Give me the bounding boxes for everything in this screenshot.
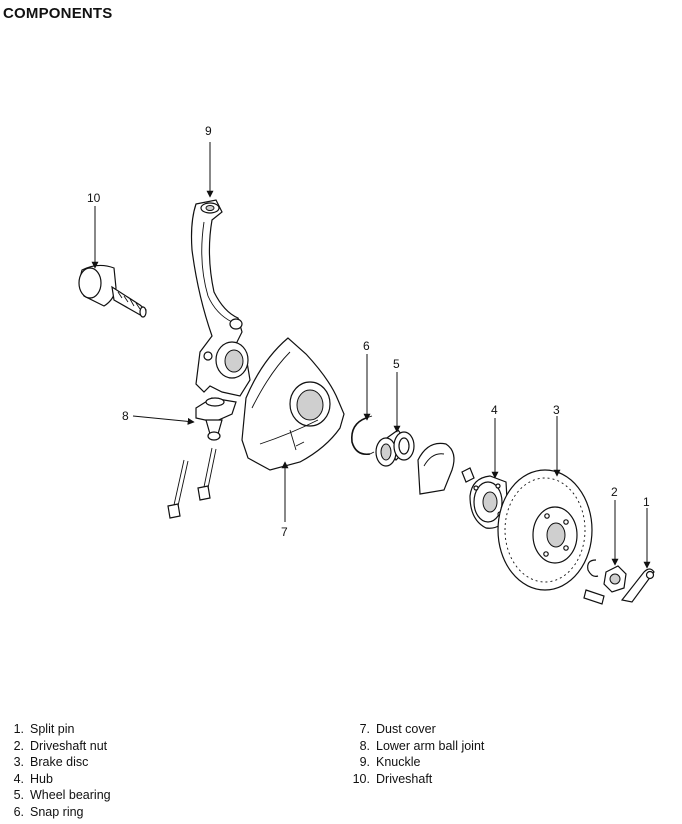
callout-3: 3 [553,403,560,417]
callout-8: 8 [122,409,129,423]
hub-drawing [469,475,509,529]
legend-item: 1.Split pin [13,722,75,736]
callout-1: 1 [643,495,650,509]
legend-right-column: 7.Dust cover 8.Lower arm ball joint 9.Kn… [352,721,485,787]
brake-disc-drawing [497,469,593,591]
legend-left-column: 1.Split pin 2.Driveshaft nut 3.Brake dis… [6,721,111,821]
washer-and-bolt-drawing [583,559,605,605]
callout-4: 4 [491,403,498,417]
knuckle-drawing [190,199,251,397]
legend-item: 5.Wheel bearing [13,788,111,803]
legend-item: 9.Knuckle [359,755,421,770]
legend-item: 10.Driveshaft [352,771,433,786]
legend-item: 4.Hub [13,771,53,786]
legend-item: 3.Brake disc [13,755,89,770]
callout-5: 5 [393,357,400,371]
exploded-assembly-diagram: 9 10 8 7 6 5 4 3 2 1 [78,124,655,605]
wheel-bearing-drawing [375,429,415,467]
backing-plate-drawing [417,442,475,495]
callout-10: 10 [87,191,101,205]
legend-item: 2.Driveshaft nut [13,738,108,753]
callout-7: 7 [281,525,288,539]
lower-arm-ball-joint-drawing [167,397,237,519]
callout-9: 9 [205,124,212,138]
snap-ring-drawing [350,415,375,456]
legend-item: 6.Snap ring [13,804,84,819]
callout-6: 6 [363,339,370,353]
driveshaft-nut-drawing [603,565,627,593]
legend-item: 8.Lower arm ball joint [359,738,485,753]
dust-cover-drawing [241,337,345,471]
callout-2: 2 [611,485,618,499]
legend-item: 7.Dust cover [359,722,436,736]
page-title: COMPONENTS [3,5,113,22]
driveshaft-drawing [78,264,147,318]
split-pin-drawing [620,568,655,603]
